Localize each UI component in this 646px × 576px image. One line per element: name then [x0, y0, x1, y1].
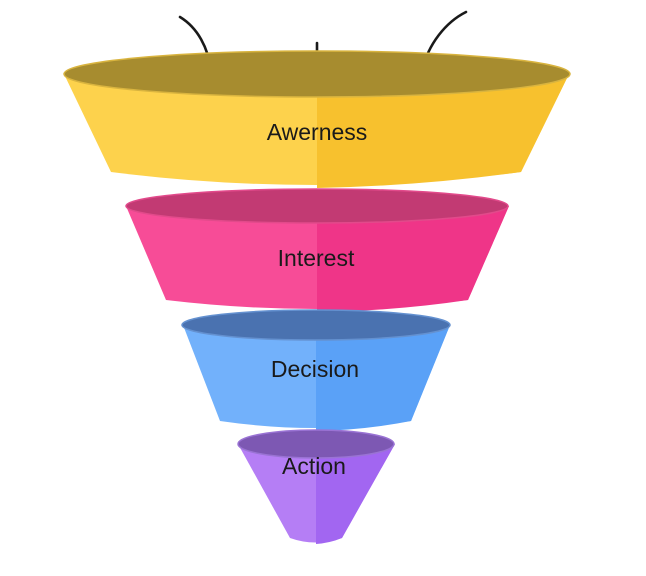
stage-label: Action: [282, 453, 346, 479]
stage-side-shade: [316, 325, 450, 431]
stage-side-shade: [317, 74, 569, 188]
stage-label: Decision: [271, 356, 359, 382]
funnel-stage-awerness: Awerness: [63, 50, 571, 188]
stage-side-shade: [316, 444, 395, 544]
stage-top-ellipse: [63, 50, 571, 98]
stage-side-shade: [317, 206, 509, 312]
stage-label: Interest: [278, 245, 355, 271]
stage-label: Awerness: [267, 119, 368, 145]
stage-top-ellipse: [125, 188, 509, 224]
funnel-stage-action: Action: [237, 429, 395, 544]
funnel-stage-decision: Decision: [181, 309, 451, 431]
stage-top-ellipse: [181, 309, 451, 341]
funnel-stage-interest: Interest: [125, 188, 509, 312]
stage-top-ellipse: [237, 429, 395, 459]
